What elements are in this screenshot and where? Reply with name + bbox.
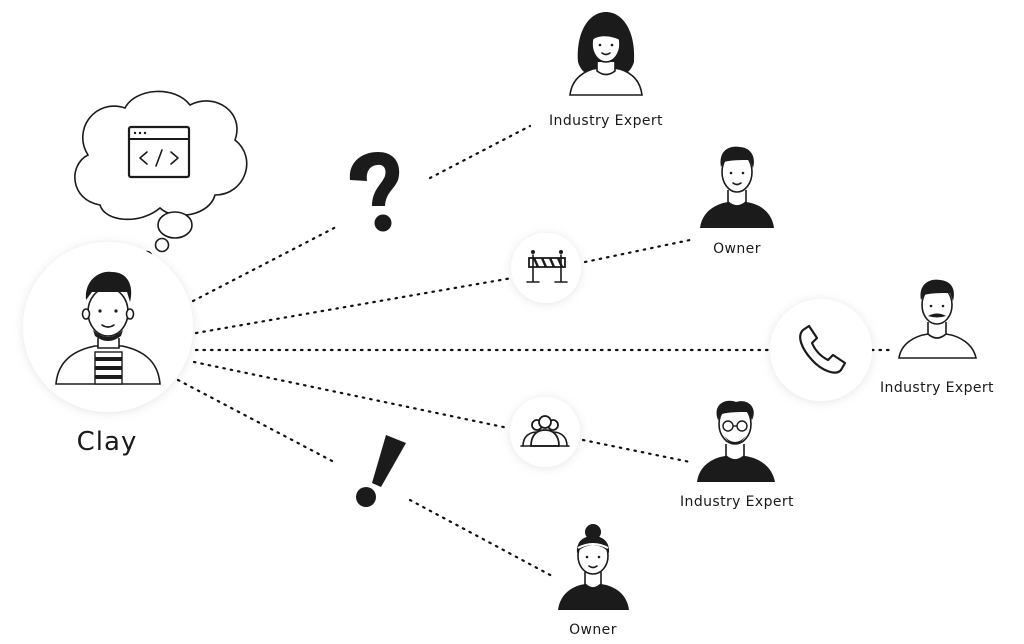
phone-icon [799, 324, 847, 374]
question-mark-icon [349, 152, 400, 232]
contact-expert-1-avatar [569, 12, 643, 96]
group-node [510, 397, 580, 467]
contact-owner-2-avatar [558, 524, 629, 610]
contact-expert-3-avatar [697, 400, 775, 482]
connectors [176, 124, 892, 578]
contact-expert-1-label: Industry Expert [549, 113, 663, 129]
group-icon [520, 415, 570, 447]
connector-clay-group [192, 360, 510, 430]
connector-clay-exclamation [176, 378, 336, 464]
thought-bubble [74, 90, 248, 268]
connector-exclamation-owner-2 [408, 498, 554, 578]
connector-barrier-owner-1 [583, 238, 692, 264]
contact-owner-1-label: Owner [713, 241, 761, 257]
code-window-icon [127, 125, 191, 179]
connector-question-expert-1 [428, 124, 532, 180]
contact-expert-2-label: Industry Expert [880, 380, 994, 396]
connector-clay-question [191, 224, 340, 303]
clay-avatar [23, 242, 193, 412]
contact-owner-1-avatar [700, 146, 774, 228]
central-person-name: Clay [77, 427, 138, 457]
contact-expert-2-avatar [898, 279, 977, 359]
barrier-icon [526, 250, 568, 283]
barrier-node [511, 233, 581, 303]
contact-owner-2-label: Owner [569, 622, 617, 638]
connector-group-expert-3 [581, 438, 692, 464]
phone-node [770, 299, 872, 401]
exclamation-mark-icon [356, 435, 406, 507]
contact-expert-3-label: Industry Expert [680, 494, 794, 510]
connector-clay-barrier [194, 276, 514, 335]
